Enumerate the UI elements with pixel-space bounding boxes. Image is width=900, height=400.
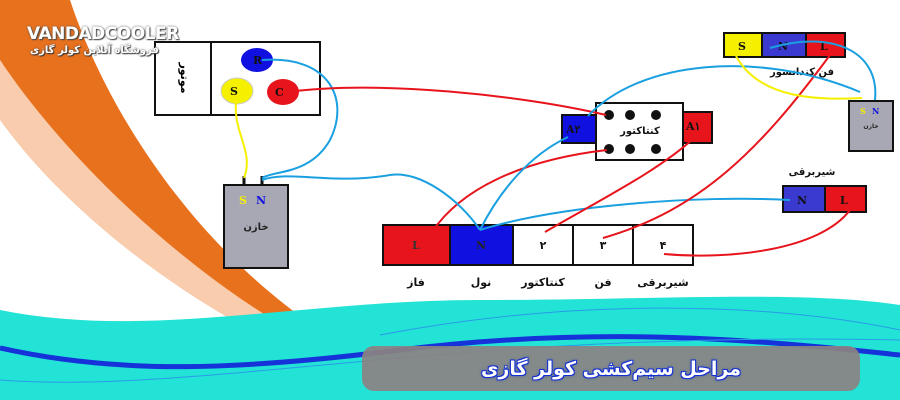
motor: موتور R S C [154,41,321,116]
orange-swoosh [0,0,320,330]
svg-text:L: L [820,40,828,53]
svg-text:۳: ۳ [600,239,607,252]
svg-text:خازن: خازن [243,222,268,233]
brand-logo: VANDADCOOLER [27,24,179,44]
svg-text:شیربرقی: شیربرقی [789,167,836,178]
svg-text:A۱: A۱ [685,120,700,133]
svg-text:L: L [412,239,420,252]
svg-text:فن کندانسور: فن کندانسور [769,67,834,78]
svg-text:A۲: A۲ [565,123,581,136]
svg-text:خازن: خازن [863,123,878,130]
page-title: مراحل سیم‌کشی کولر گازی [362,346,860,391]
svg-text:N: N [476,239,486,252]
svg-text:R: R [253,54,263,67]
svg-text:S: S [230,85,238,98]
svg-text:C: C [275,86,284,99]
motor-label: موتور [178,61,191,93]
svg-text:کنتاکتور: کنتاکتور [520,276,565,289]
svg-text:N: N [797,194,807,207]
contactor: A۲ A۱ کنتاکتور [561,102,713,161]
terminal-block: L N ۲ ۳ ۴ فاز نول کنتاکتور فن شیربرقی [382,224,694,289]
svg-text:۲: ۲ [540,239,547,252]
brand-tagline: فروشگاه آنلاین کولر گازی [30,45,159,56]
wires [234,40,877,257]
svg-text:S: S [239,194,247,207]
svg-text:فن: فن [594,276,611,289]
svg-text:N: N [872,106,879,116]
svg-text:شیربرقی: شیربرقی [637,276,688,289]
svg-text:S: S [860,106,866,116]
capacitor-left: S N خازن [223,176,289,269]
svg-text:فاز: فاز [406,276,425,289]
svg-text:کنتاکتور: کنتاکتور [619,126,660,137]
solenoid-valve: شیربرقی N L [782,167,867,213]
svg-text:L: L [840,194,848,207]
svg-text:نول: نول [471,276,492,289]
svg-text:S: S [738,40,746,53]
capacitor-right: S N خازن [848,100,894,152]
svg-text:۴: ۴ [660,239,667,252]
svg-text:N: N [778,40,788,53]
svg-text:N: N [256,194,266,207]
